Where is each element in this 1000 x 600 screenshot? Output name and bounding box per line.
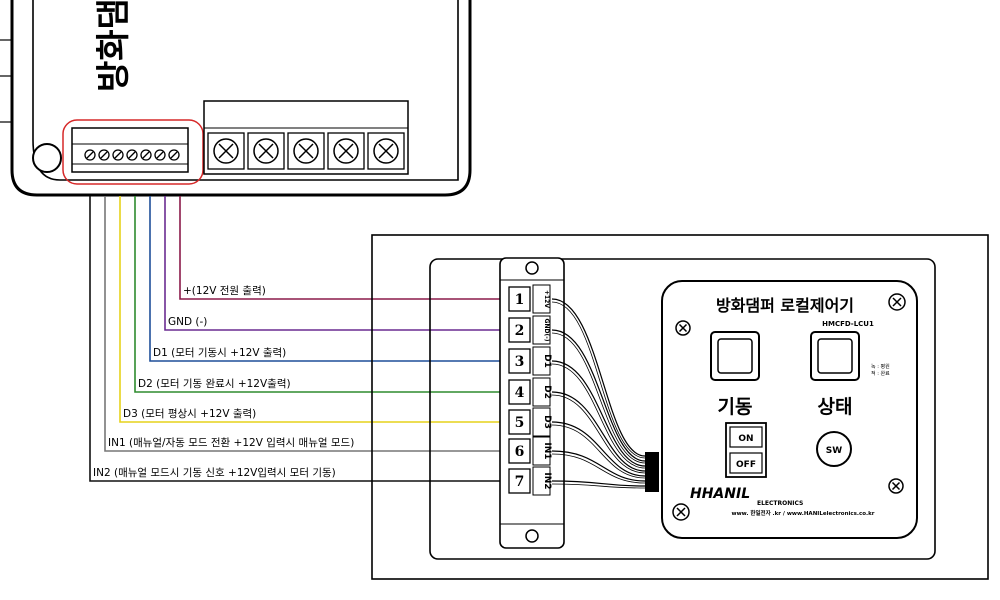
terminal-number: 6 — [515, 444, 525, 460]
sw-label: SW — [826, 446, 842, 456]
terminal-screw-icon — [126, 149, 138, 161]
mount-hole — [32, 143, 62, 173]
screw-terminal-icon — [367, 132, 405, 170]
sw-button[interactable]: SW — [816, 431, 852, 467]
terminal-cell: 7 IN2 — [508, 466, 552, 496]
terminal-cell: 2 GND(-) — [508, 315, 551, 345]
panel-screw-icon — [888, 293, 906, 311]
terminal-strip: 1 +12V 2 GND(-) 3 D1 4 D2 5 D3 6 IN1 7 IN2 — [499, 257, 565, 549]
screw-terminal-icon — [207, 132, 245, 170]
wire-7 — [89, 196, 508, 482]
wire-5 — [119, 196, 508, 423]
module-terminal-block — [71, 127, 189, 173]
module-screw-terminals — [203, 100, 409, 175]
wire-1 — [179, 196, 508, 300]
terminal-number: 1 — [515, 292, 525, 308]
terminal-code: IN2 — [542, 472, 552, 489]
wire-3 — [149, 196, 508, 362]
terminal-screw-icon — [168, 149, 180, 161]
on-label: ON — [738, 434, 753, 444]
terminal-screw-icon — [84, 149, 96, 161]
brand-logo: HHANIL — [690, 486, 750, 502]
on-off-switch[interactable]: ON OFF — [725, 422, 767, 478]
terminal-cell: 5 D3 — [508, 407, 552, 437]
cable-connector — [645, 452, 659, 492]
terminal-cell: 6 IN1 — [508, 436, 552, 466]
screw-terminal-icon — [327, 132, 365, 170]
panel-screw-icon — [675, 320, 691, 336]
panel-screw-icon — [672, 503, 690, 521]
panel-title: 방화댐퍼 로컬제어기 — [716, 296, 854, 315]
strip-hole-bottom — [525, 529, 539, 543]
highlight-ring — [62, 119, 204, 185]
terminal-number: 5 — [515, 415, 525, 431]
wire-6 — [104, 196, 508, 452]
cable-bundle — [551, 298, 646, 489]
terminal-screw-icon — [112, 149, 124, 161]
module-vertical-label: 방화댐 — [94, 0, 134, 92]
panel-screw-icon — [888, 478, 904, 494]
terminal-cell: 3 D1 — [508, 346, 552, 376]
damper-module: 방화댐 — [0, 0, 472, 197]
controller-plate — [429, 258, 936, 560]
controller-frame — [371, 234, 989, 580]
control-panel: 방화댐퍼 로컬제어기 HMCFD-LCU1 녹 : 평원 적 : 완료 기동 상… — [661, 280, 918, 539]
wire-4 — [134, 196, 508, 393]
terminal-screw-icon — [98, 149, 110, 161]
terminal-code: D2 — [542, 385, 552, 399]
brand-subtitle: ELECTRONICS — [757, 500, 803, 507]
website-text: www. 한일전자 .kr / www.HANILelectronics.co.… — [732, 509, 875, 517]
terminal-cell: 1 +12V — [508, 284, 551, 314]
terminal-number: 7 — [515, 474, 525, 490]
wire-2 — [164, 196, 508, 331]
terminal-code: D1 — [542, 354, 552, 368]
terminal-code: GND(-) — [543, 319, 550, 342]
wires — [89, 196, 510, 486]
terminal-code: +12V — [543, 290, 550, 308]
status-label: 상태 — [818, 396, 853, 418]
terminal-number: 4 — [515, 385, 525, 401]
terminal-screw-icon — [154, 149, 166, 161]
start-label: 기동 — [718, 396, 753, 418]
panel-model: HMCFD-LCU1 — [822, 320, 874, 328]
terminal-code: D3 — [542, 415, 552, 429]
terminal-screw-icon — [140, 149, 152, 161]
legend-line1: 녹 : 평원 — [871, 363, 890, 370]
off-label: OFF — [736, 460, 756, 470]
screw-terminal-icon — [287, 132, 325, 170]
terminal-number: 3 — [515, 354, 525, 370]
terminal-number: 2 — [515, 323, 525, 339]
terminal-cell: 4 D2 — [508, 377, 552, 407]
legend-line2: 적 : 완료 — [871, 370, 890, 377]
screw-terminal-icon — [247, 132, 285, 170]
strip-hole-top — [525, 261, 539, 275]
terminal-code: IN1 — [542, 442, 552, 459]
